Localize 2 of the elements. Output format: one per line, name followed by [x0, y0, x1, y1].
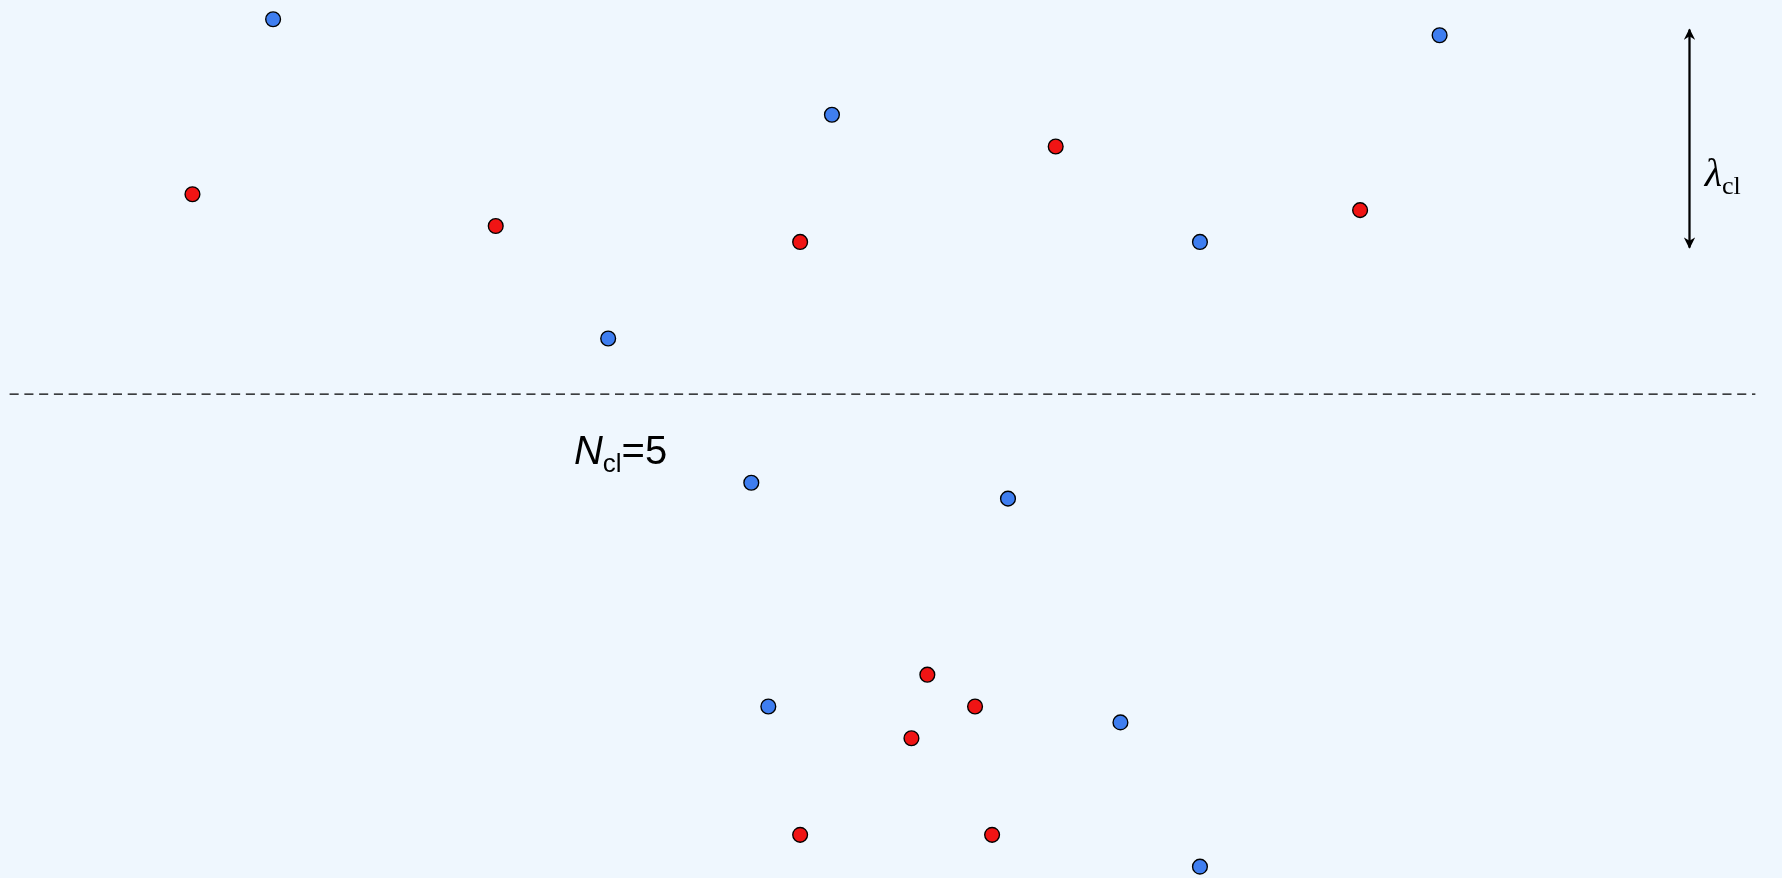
count-label: N$_{cl}$=5: [573, 429, 668, 476]
dimension-label: λ$_{cl}$: [1704, 153, 1741, 200]
